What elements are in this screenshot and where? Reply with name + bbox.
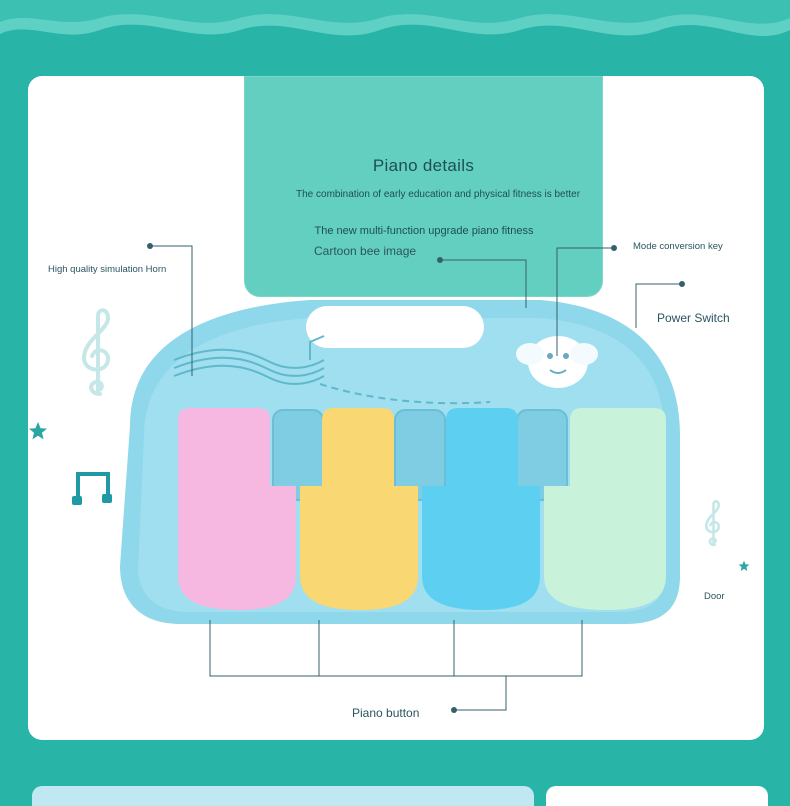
piano-button-label: Piano button (352, 706, 420, 720)
bee-image-label: Cartoon bee image (314, 244, 417, 258)
horn-label: High quality simulation Horn (48, 264, 167, 275)
next-section-image-panel (32, 786, 534, 806)
piano-details-card: Piano details The combination of early e… (28, 76, 764, 740)
music-staff-icon (173, 335, 325, 385)
mode-conversion-key-label: Mode conversion key (633, 241, 723, 252)
star-icon (738, 560, 750, 572)
page-title: Piano details (372, 156, 475, 175)
next-section-text-panel (546, 786, 768, 806)
bee-icon (516, 336, 598, 388)
treble-clef-icon (704, 500, 721, 547)
top-wave-decoration (0, 0, 790, 36)
treble-clef-icon (81, 308, 111, 396)
power-switch-label: Power Switch (657, 311, 730, 325)
header-tagline: The new multi-function upgrade piano fit… (314, 225, 534, 237)
door-label: Door (704, 591, 725, 602)
callout-lines (147, 243, 685, 713)
header-tab: Piano details The combination of early e… (244, 76, 603, 297)
header-subtitle: The combination of early education and p… (296, 189, 581, 200)
piano-toy-illustration (120, 300, 680, 624)
music-note-icon (72, 472, 112, 505)
star-icon (29, 422, 47, 440)
